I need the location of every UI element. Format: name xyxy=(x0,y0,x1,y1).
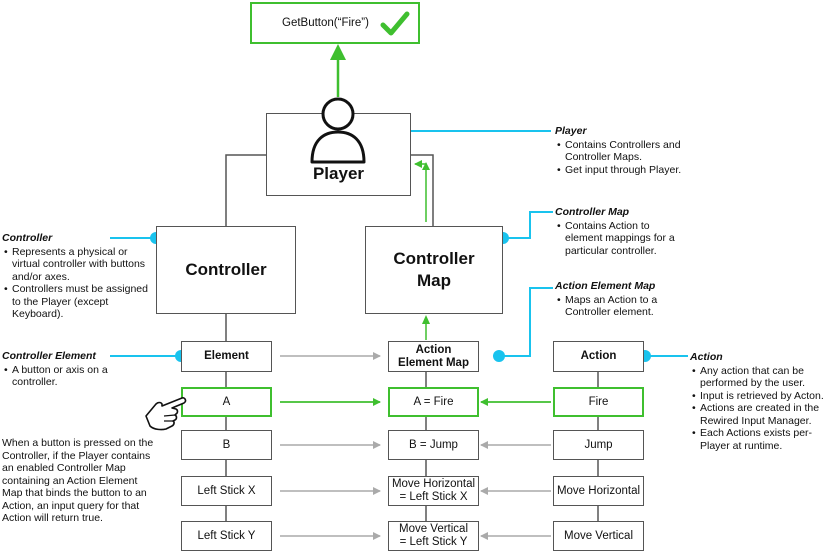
action-element-map-note-title: Action Element Map xyxy=(555,280,656,292)
controller-element-note-bullet: A button or axis on a controller. xyxy=(4,364,112,389)
aem-callout-dot xyxy=(493,350,505,362)
controller-map-box: Controller Map xyxy=(365,226,503,314)
controller-note-title: Controller xyxy=(2,232,53,244)
action-element-map-note: Action Element Map Maps an Action to a C… xyxy=(555,280,680,319)
player-controller-line xyxy=(225,154,267,226)
element-cell-left-stick-y[interactable]: Left Stick Y xyxy=(181,521,272,551)
action-cell-move-horizontal: Move Horizontal xyxy=(553,476,644,506)
controller-label: Controller xyxy=(185,260,267,279)
controller-map-label-1: Controller xyxy=(393,249,475,268)
controller-box: Controller xyxy=(156,226,296,314)
controller-map-note-title: Controller Map xyxy=(555,206,630,218)
aem-cell-a-fire: A = Fire xyxy=(388,387,479,417)
action-note-bullet: Any action that can be performed by the … xyxy=(692,365,834,390)
controller-note-bullet: Represents a physical or virtual control… xyxy=(4,246,150,284)
controller-note: Controller Represents a physical or virt… xyxy=(2,232,150,321)
controller-map-note: Controller Map Contains Action to elemen… xyxy=(555,206,685,257)
checkmark-icon xyxy=(380,11,410,36)
aem-cell-move-vertical: Move Vertical = Left Stick Y xyxy=(388,521,479,551)
action-element-map-note-bullet: Maps an Action to a Controller element. xyxy=(557,294,680,319)
controller-element-note-title: Controller Element xyxy=(2,350,96,362)
action-note-bullet: Actions are created in the Rewired Input… xyxy=(692,402,834,427)
player-note-bullet: Get input through Player. xyxy=(557,164,715,177)
player-note-title: Player xyxy=(555,125,587,137)
explanation-text: When a button is pressed on the Controll… xyxy=(2,437,154,524)
element-cell-left-stick-x[interactable]: Left Stick X xyxy=(181,476,272,506)
controller-map-label-2: Map xyxy=(417,271,451,290)
aem-cell-move-horizontal: Move Horizontal = Left Stick X xyxy=(388,476,479,506)
action-cell-move-vertical: Move Vertical xyxy=(553,521,644,551)
action-cell-fire: Fire xyxy=(553,387,644,417)
controller-map-note-bullet: Contains Action to element mappings for … xyxy=(557,220,685,258)
action-note-title: Action xyxy=(690,351,723,363)
action-note: Action Any action that can be performed … xyxy=(690,351,834,452)
action-element-map-header: Action Element Map xyxy=(388,341,479,372)
action-header: Action xyxy=(553,341,644,372)
element-header: Element xyxy=(181,341,272,372)
aem-cell-b-jump: B = Jump xyxy=(388,430,479,460)
player-note: Player Contains Controllers and Controll… xyxy=(555,125,715,176)
getbutton-label: GetButton(“Fire”) xyxy=(282,17,369,29)
getbutton-box: GetButton(“Fire”) xyxy=(250,2,420,44)
pointing-hand-icon xyxy=(145,397,187,431)
user-icon xyxy=(310,97,366,164)
element-cell-a[interactable]: A xyxy=(181,387,272,417)
action-note-bullet: Input is retrieved by Acton. xyxy=(692,390,834,403)
player-controllermap-line xyxy=(410,154,434,226)
action-cell-jump: Jump xyxy=(553,430,644,460)
controller-note-bullet: Controllers must be assigned to the Play… xyxy=(4,283,150,321)
player-note-bullet: Contains Controllers and Controller Maps… xyxy=(557,139,715,164)
controllermap-to-player-arrow xyxy=(414,160,427,222)
element-cell-b[interactable]: B xyxy=(181,430,272,460)
action-note-bullet: Each Actions exists per-Player at runtim… xyxy=(692,427,834,452)
player-label: Player xyxy=(312,164,365,183)
controller-element-note: Controller Element A button or axis on a… xyxy=(2,350,112,389)
